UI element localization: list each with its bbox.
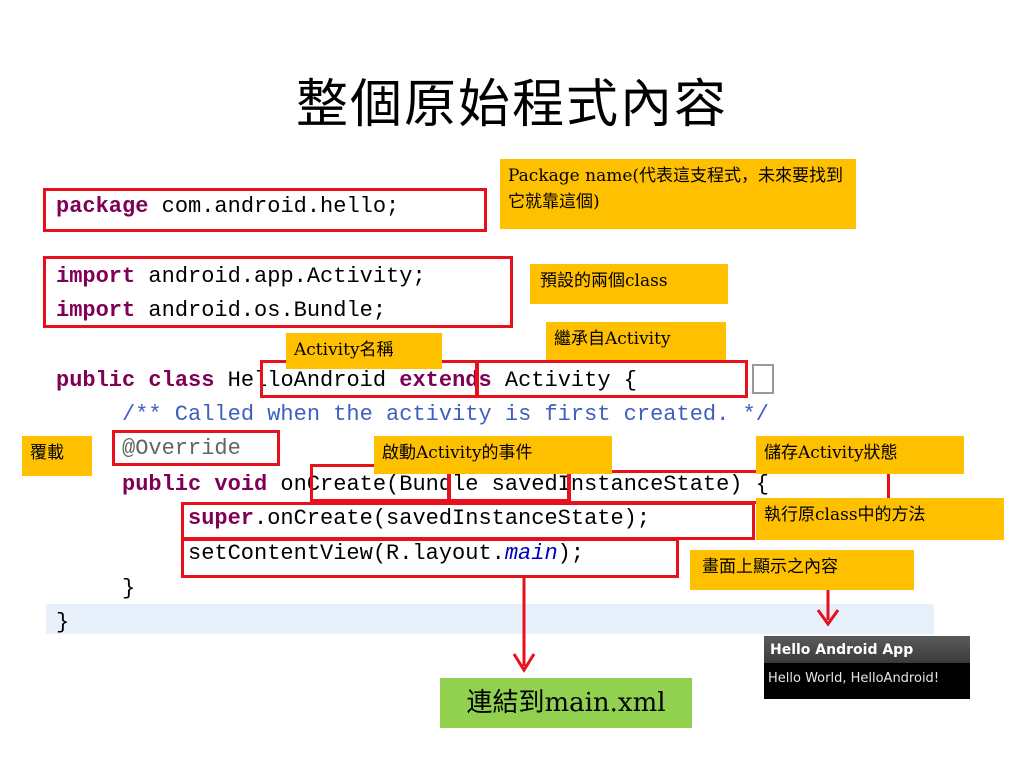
box-package <box>43 188 487 232</box>
keyword-package: package <box>56 194 149 219</box>
keyword-public-void: public void <box>122 472 268 497</box>
app-preview: Hello Android App Hello World, HelloAndr… <box>764 636 970 699</box>
setcontentview-post: ); <box>557 541 585 566</box>
box-extends <box>476 360 748 398</box>
keyword-import: import <box>56 298 136 323</box>
note-super-method: 執行原class中的方法 <box>756 498 1004 540</box>
super-call: .onCreate(savedInstanceState); <box>254 506 651 531</box>
code-line-setcontentview: setContentView(R.layout.main); <box>188 541 584 566</box>
layout-main: main <box>504 541 558 566</box>
keyword-import: import <box>56 264 136 289</box>
code-line-oncreate: public void onCreate(Bundle savedInstanc… <box>122 472 769 497</box>
import-activity: android.app.Activity; <box>135 264 426 289</box>
keyword-public-class: public class <box>56 368 215 393</box>
code-line-import-bundle: import android.os.Bundle; <box>56 298 386 323</box>
box-brace <box>752 364 774 394</box>
code-line-close-method: } <box>122 576 136 601</box>
class-name: HelloAndroid <box>214 368 400 393</box>
setcontentview-pre: setContentView(R.layout. <box>188 541 505 566</box>
arrow-to-main-xml <box>512 576 536 673</box>
box-setcontentview <box>181 538 679 578</box>
note-package-name: Package name(代表這支程式，未來要找到它就靠這個) <box>500 159 856 229</box>
note-link-main-xml: 連結到main.xml <box>440 678 692 728</box>
note-default-classes: 預設的兩個class <box>530 264 728 304</box>
import-bundle: android.os.Bundle; <box>135 298 387 323</box>
note-override: 覆載 <box>22 436 92 476</box>
code-line-package: package com.android.hello; <box>56 194 399 219</box>
note-inherit-activity: 繼承自Activity <box>546 322 726 360</box>
note-screen-content: 畫面上顯示之內容 <box>690 550 914 590</box>
box-imports <box>43 256 513 328</box>
app-body-text: Hello World, HelloAndroid! <box>768 671 940 686</box>
oncreate-signature: onCreate(Bundle savedInstanceState) { <box>267 472 769 497</box>
code-line-override: @Override <box>122 436 241 461</box>
superclass: Activity { <box>491 368 637 393</box>
code-line-import-activity: import android.app.Activity; <box>56 264 426 289</box>
package-name: com.android.hello; <box>148 194 400 219</box>
note-start-event: 啟動Activity的事件 <box>374 436 612 474</box>
note-save-state: 儲存Activity狀態 <box>756 436 964 474</box>
app-title-bar: Hello Android App <box>764 637 970 663</box>
keyword-super: super <box>188 506 255 531</box>
box-override <box>112 430 280 466</box>
code-line-close-class: } <box>56 610 70 635</box>
code-line-super: super.onCreate(savedInstanceState); <box>188 506 650 531</box>
slide-title: 整個原始程式內容 <box>295 75 728 135</box>
current-line-highlight <box>46 604 934 634</box>
arrow-to-app-preview <box>816 590 840 627</box>
code-line-class-decl: public class HelloAndroid extends Activi… <box>56 368 637 393</box>
note-activity-name: Activity名稱 <box>286 333 442 369</box>
code-line-comment: /** Called when the activity is first cr… <box>122 402 769 427</box>
